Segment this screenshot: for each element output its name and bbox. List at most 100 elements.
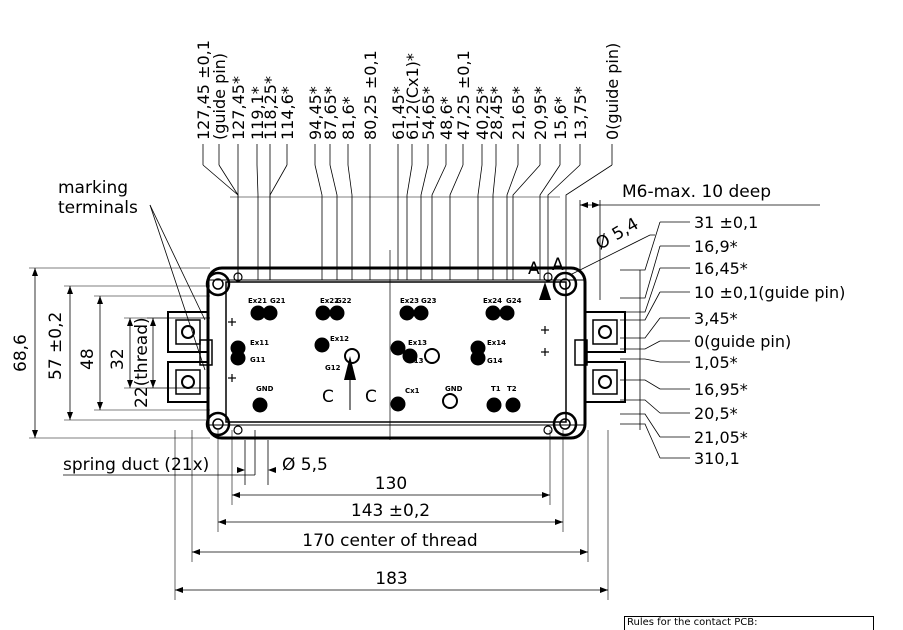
pin-label: G23 xyxy=(421,297,437,305)
arrowhead xyxy=(237,467,245,473)
top-dimension-label: 81,6* xyxy=(339,96,358,140)
marking-callout: terminals xyxy=(58,198,138,218)
terminal-screw xyxy=(598,325,612,339)
pin xyxy=(413,305,429,321)
mounting-hole-inner xyxy=(212,278,224,290)
section-arrow xyxy=(539,282,551,300)
left-dimension-label: 68,6 xyxy=(11,334,31,372)
power-terminal-inner xyxy=(175,319,201,345)
arrowhead xyxy=(97,402,103,410)
bottom-dimension-label: 143 ±0,2 xyxy=(351,501,430,521)
leader-line xyxy=(149,204,206,371)
right-dimension-label: 3,45* xyxy=(694,309,738,328)
left-dimension-label: 22(thread) xyxy=(132,317,152,408)
pin xyxy=(344,348,360,364)
right-dimension-label: 1,05* xyxy=(694,353,738,372)
spring-duct-callout: spring duct (21x) xyxy=(63,455,209,475)
corner-hole xyxy=(233,425,243,435)
leader-line xyxy=(620,340,661,350)
arrowhead xyxy=(232,492,240,498)
top-dimension-label: 15,6* xyxy=(551,96,570,140)
pin-label: Ex13 xyxy=(408,339,427,347)
leader-line xyxy=(547,164,581,280)
leader-line xyxy=(149,204,206,321)
arrowhead xyxy=(175,587,183,593)
arrowhead xyxy=(192,549,200,555)
terminal-screw xyxy=(181,325,195,339)
m6-callout: M6-max. 10 deep xyxy=(622,182,771,202)
pin xyxy=(470,350,486,366)
top-dimension-label: 40,25* xyxy=(473,86,492,140)
arrowhead xyxy=(268,467,276,473)
pin xyxy=(442,393,458,409)
mounting-hole-inner xyxy=(559,418,571,430)
pin-label: Ex24 xyxy=(483,297,502,305)
pin-label: G11 xyxy=(250,356,266,364)
leader-line xyxy=(620,423,661,459)
leader-line xyxy=(431,164,447,280)
pin-label: Cx1 xyxy=(405,387,420,395)
pcb-rules-note: Rules for the contact PCB: xyxy=(624,616,874,630)
section-label: C xyxy=(322,387,334,407)
mounting-hole xyxy=(552,271,578,297)
section-label: C xyxy=(365,387,377,407)
pin xyxy=(262,305,278,321)
arrowhead xyxy=(600,587,608,593)
power-terminal-inner xyxy=(175,369,201,395)
power-terminal xyxy=(167,361,209,403)
arrowhead xyxy=(580,549,588,555)
leader-line xyxy=(256,164,259,280)
pin xyxy=(230,350,246,366)
mounting-hole xyxy=(552,411,578,437)
pin-label: G22 xyxy=(336,297,352,305)
mounting-hole-inner xyxy=(212,418,224,430)
arrowhead xyxy=(150,318,156,326)
power-terminal xyxy=(584,361,626,403)
top-dimension-label: 94,45* xyxy=(306,86,325,140)
leader-line xyxy=(620,358,661,363)
pin xyxy=(499,305,515,321)
leader-line xyxy=(406,164,413,280)
right-dimension-label: 16,45* xyxy=(694,259,748,278)
pin xyxy=(314,337,330,353)
section-arrow xyxy=(344,356,356,380)
bottom-dimension-label: 170 center of thread xyxy=(302,531,477,551)
terminal-screw xyxy=(181,375,195,389)
power-terminal-inner xyxy=(592,319,618,345)
pin xyxy=(329,305,345,321)
pin-label: T2 xyxy=(507,385,517,393)
pin xyxy=(485,305,501,321)
module-inner-frame xyxy=(225,281,567,423)
terminal-link xyxy=(199,339,213,366)
leader-line xyxy=(620,291,661,321)
arrowhead xyxy=(580,202,588,208)
top-dimension-label: 20,95* xyxy=(531,86,550,140)
leader-line xyxy=(492,164,497,280)
leader-line xyxy=(620,399,661,414)
leader-line xyxy=(565,164,613,280)
leader-line xyxy=(539,164,561,280)
top-dimension-label: 127,45* xyxy=(229,76,248,140)
top-dimension-label: 114,6* xyxy=(278,86,297,140)
pin-label: Ex21 xyxy=(248,297,267,305)
top-dimension-label: 61,2(Cx1)* xyxy=(403,53,422,140)
top-dimension-label: (guide pin) xyxy=(210,53,229,140)
arrowhead xyxy=(218,519,226,525)
right-dimension-label: 16,9* xyxy=(694,237,738,256)
pin xyxy=(402,348,418,364)
pin-label: G24 xyxy=(506,297,522,305)
bottom-dimension-label: 130 xyxy=(375,474,407,494)
power-terminal xyxy=(584,311,626,353)
top-dimension-label: 118,25* xyxy=(261,76,280,140)
pin-label: Ex12 xyxy=(330,335,349,343)
top-dimension-label: 13,75* xyxy=(571,86,590,140)
top-dimension-label: 87,65* xyxy=(321,86,340,140)
marking-callout: marking xyxy=(58,178,128,198)
top-dimension-label: 47,25 ±0,1 xyxy=(454,50,473,140)
top-dimension-label: 119,1* xyxy=(248,86,267,140)
pin-label: GND xyxy=(256,385,274,393)
power-terminal xyxy=(167,311,209,353)
arrowhead xyxy=(542,492,550,498)
arrowhead xyxy=(32,430,38,438)
